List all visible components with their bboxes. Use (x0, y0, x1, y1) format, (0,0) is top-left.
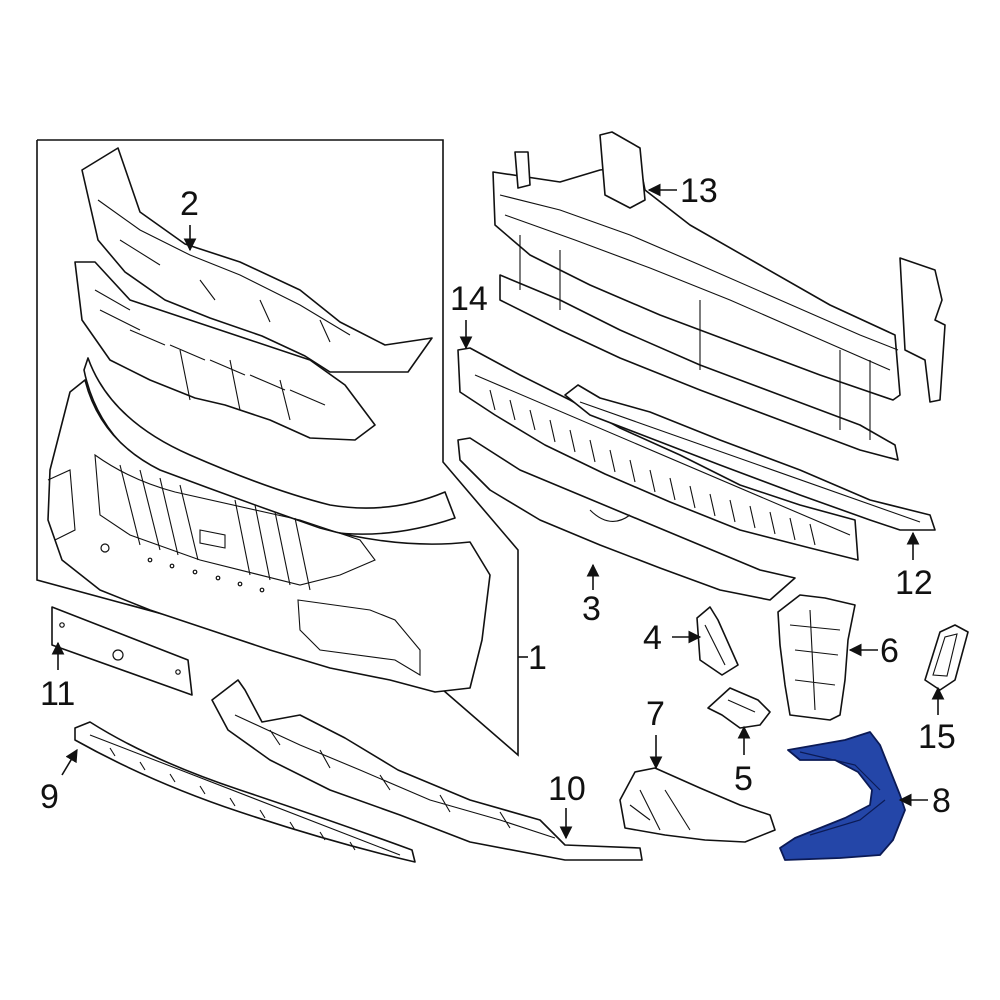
callout-11: 11 (40, 675, 75, 713)
callout-15: 15 (918, 718, 956, 756)
part-8-highlighted-liner[interactable] (779, 731, 906, 861)
part-13-reinforcement[interactable] (492, 131, 946, 461)
callout-6: 6 (880, 632, 899, 670)
part-4-bracket[interactable] (696, 606, 739, 676)
part-3-lower-grille[interactable] (457, 437, 796, 601)
part-14-absorber[interactable] (457, 347, 859, 561)
part-6-side-bracket[interactable] (777, 594, 856, 721)
part-11-license-bracket[interactable] (51, 606, 193, 696)
callout-1: 1 (528, 639, 547, 677)
grille (74, 261, 376, 441)
part-2-grille-support[interactable] (81, 147, 433, 373)
part-15-seal[interactable] (924, 624, 969, 691)
callout-12: 12 (895, 564, 933, 602)
callout-4: 4 (643, 619, 662, 657)
callout-2: 2 (180, 185, 199, 223)
callout-5: 5 (734, 760, 753, 798)
part-10-lower-deflector[interactable] (211, 679, 643, 861)
part-12-lower-support[interactable] (564, 384, 936, 531)
part-5-clip[interactable] (707, 687, 771, 729)
part-9-lower-trim[interactable] (74, 721, 416, 863)
callout-14: 14 (450, 280, 488, 318)
callout-13: 13 (680, 172, 718, 210)
callout-labels: 1 2 3 4 5 6 7 8 9 10 11 12 13 14 15 (40, 172, 956, 820)
callout-3: 3 (582, 590, 601, 628)
callout-9: 9 (40, 778, 59, 816)
callout-8: 8 (932, 782, 951, 820)
leaders (51, 183, 945, 840)
part-1-bumper-cover[interactable] (47, 379, 491, 693)
callout-10: 10 (548, 770, 586, 808)
callout-7: 7 (646, 695, 665, 733)
